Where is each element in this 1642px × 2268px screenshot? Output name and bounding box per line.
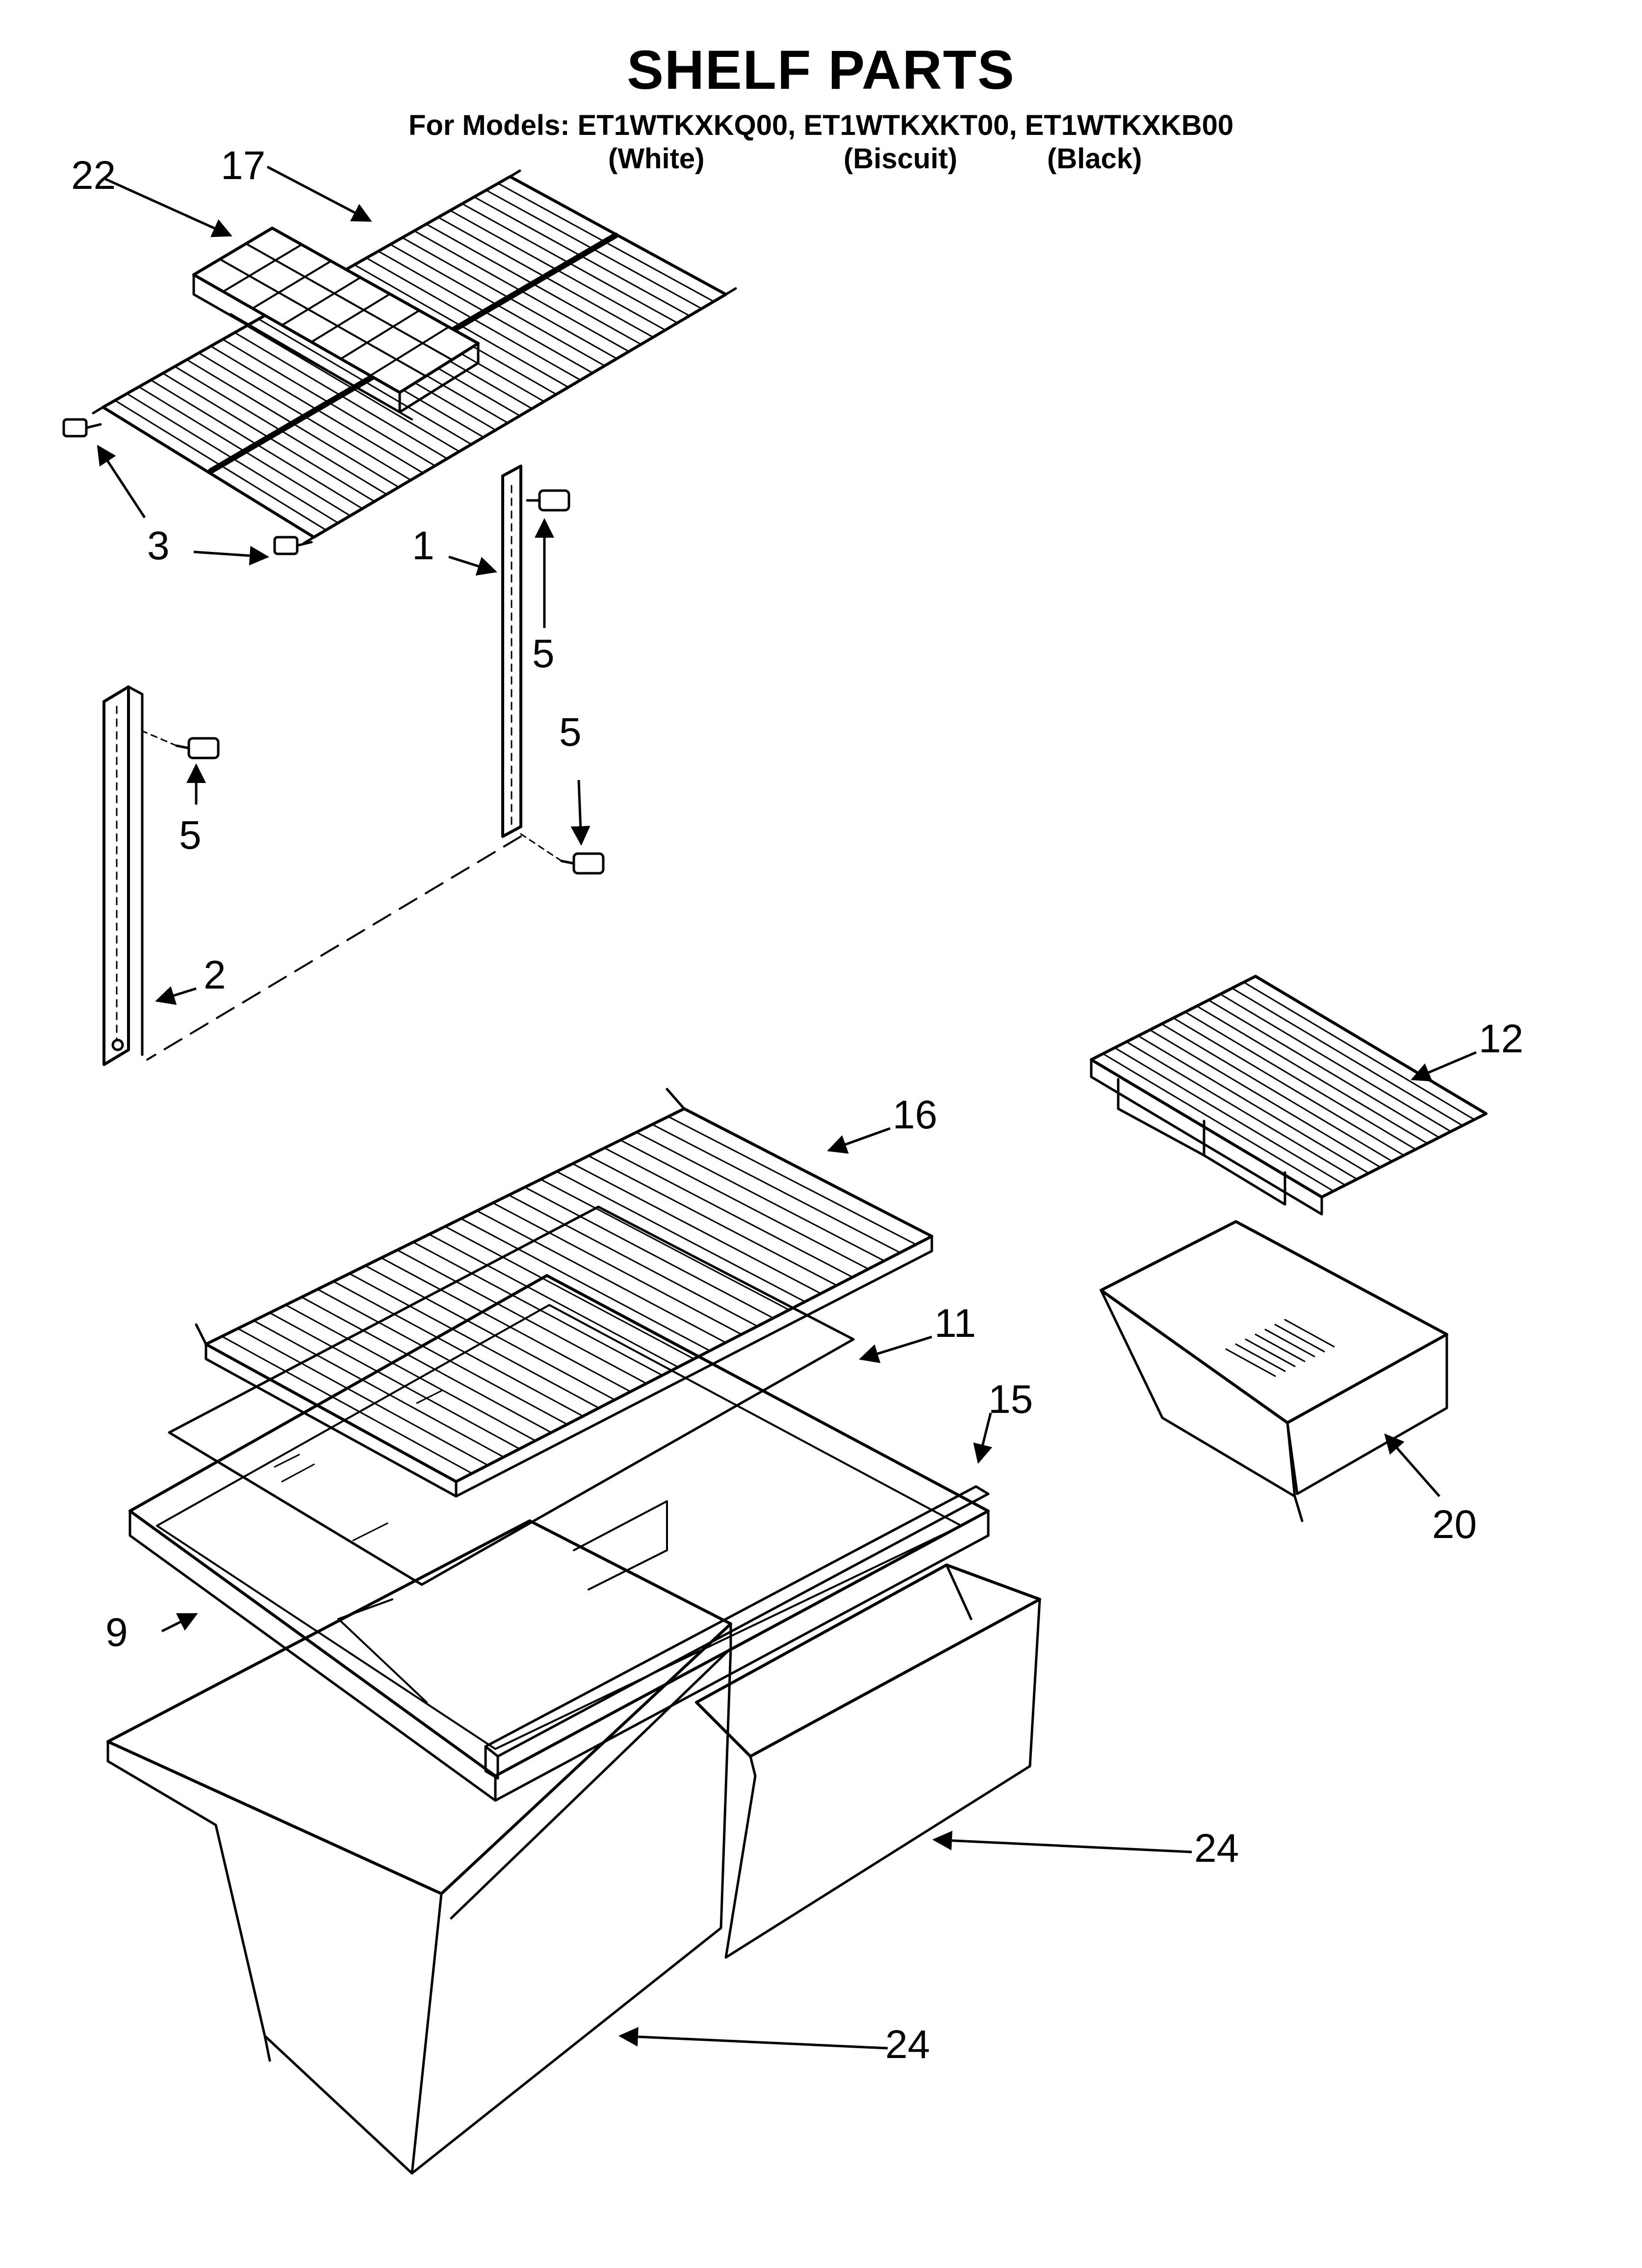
shelf-slat [651,1123,901,1253]
crisper-cover-frame [128,1274,990,1802]
glass-shelf-frame [195,1088,933,1498]
shelf-slat [1126,1041,1358,1180]
shelf-slat [1219,993,1452,1132]
shelf-slat [572,1163,822,1295]
shelf-slat [1173,1017,1405,1156]
shelf-slat [1207,999,1440,1139]
callout-5-right-upper: 5 [532,631,555,676]
shelf-slat [1196,1005,1428,1145]
shelf-slat [285,1304,537,1442]
upper-right-snack-shelf [1090,975,1488,1216]
shelf-slat [333,1280,584,1417]
shelf-slat [428,1233,679,1368]
models-line: For Models: ET1WTKXKQ00, ET1WTKXKT00, ET… [408,109,1234,141]
shelf-slat [476,1210,727,1344]
tray-divider [340,309,420,360]
shelf-stud-upper [62,418,102,438]
shelf-slat [460,1218,711,1352]
shelf-slat [301,1296,552,1434]
page-title: SHELF PARTS [627,39,1015,101]
tray-divider [222,243,303,293]
shelf-slat [317,1288,568,1425]
shelf-slat [667,1116,917,1246]
tray-divider [252,260,332,310]
variant-white: (White) [608,143,705,175]
callout-24-right: 24 [1194,1826,1239,1871]
drawer-rib [1225,1348,1276,1377]
callout-5-right-lower: 5 [559,710,582,755]
left-shelf-rail [103,685,144,1066]
callout-labels: 22 17 3 1 5 5 5 2 12 16 11 15 20 9 24 24 [71,143,1523,2067]
right-shelf-rail [501,465,522,838]
shelf-slat [253,1320,505,1458]
variant-biscuit: (Biscuit) [844,143,957,175]
shelf-slat [619,1139,870,1270]
shelf-slat [1137,1035,1370,1174]
shelf-slat [556,1171,806,1303]
callout-22: 22 [71,153,116,198]
shelf-slat [412,1241,663,1376]
crisper-drawer-left [106,1519,732,2175]
shelf-slat [1243,981,1475,1121]
rail-screw-lower-right [520,833,605,875]
meat-drawer [1100,1220,1448,1522]
shelf-slat [1149,1029,1382,1168]
drawer-rib [1274,1324,1325,1353]
callout-9: 9 [105,1610,128,1655]
callout-5-left: 5 [179,813,202,858]
rail-screw-left [141,730,220,759]
callout-2: 2 [204,953,226,997]
tray-divider [219,258,427,377]
shelf-slat [221,1335,473,1474]
drawer-rib [1264,1329,1315,1357]
shelf-slat [588,1155,838,1286]
shelf-slat [604,1147,853,1278]
tray-divider [245,242,453,361]
drawer-rib [1284,1319,1335,1348]
drawer-rib [1235,1343,1286,1372]
shelf-slat [237,1328,489,1466]
callout-24-left: 24 [885,2022,930,2067]
callout-1: 1 [412,523,435,568]
shelf-slat [492,1202,743,1335]
shelf-slat [636,1131,885,1262]
shelf-slat [1102,1053,1334,1192]
tray-divider [369,326,450,377]
crisper-drawer-right [695,1564,1041,1959]
shelf-slat [269,1312,520,1450]
shelf-slat [444,1225,695,1360]
ice-tray [192,227,480,420]
callout-3: 3 [147,523,170,568]
callout-17: 17 [221,143,265,188]
tray-divider [310,293,391,343]
callout-20: 20 [1432,1502,1477,1547]
variant-black: (Black) [1047,143,1142,175]
tray-divider [281,276,361,326]
shelf-slat [381,1257,632,1393]
rail-screw-upper-right [526,489,570,512]
drawer-rib [1245,1338,1296,1367]
callout-15: 15 [988,1377,1033,1422]
shelf-slat [1231,987,1463,1126]
shelf-slat [1114,1047,1346,1186]
callout-16: 16 [893,1093,937,1137]
shelf-slat [1184,1011,1416,1150]
crisper-rail-strip [484,1485,990,1780]
shelf-slat [1161,1023,1393,1162]
shelf-stud-lower [273,536,313,555]
shelf-slat [524,1186,774,1319]
shelf-slat [540,1178,790,1311]
callout-11: 11 [934,1301,976,1346]
shelf-slat [349,1273,600,1409]
shelf-slat [364,1265,616,1401]
callout-12: 12 [1479,1017,1523,1061]
shelf-slat [508,1194,758,1327]
shelf-slat [396,1249,647,1384]
drawer-rib [1255,1333,1306,1362]
glass-insert [168,1205,855,1586]
